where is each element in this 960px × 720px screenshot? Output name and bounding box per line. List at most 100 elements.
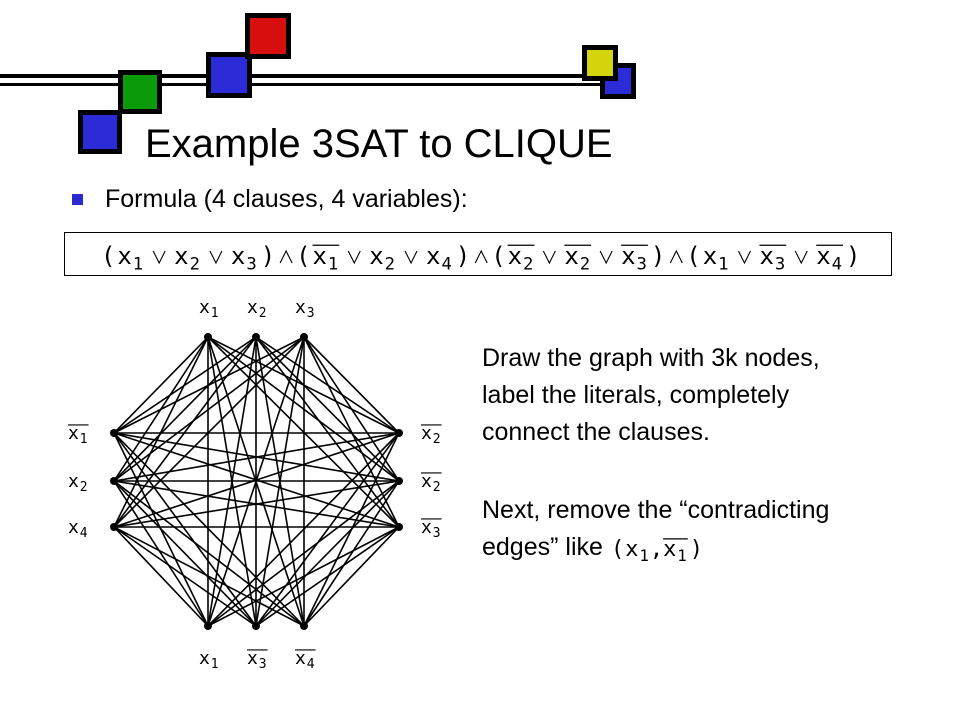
pair-literal-a-var: x xyxy=(625,537,638,562)
formula-literal-2-2-var: x xyxy=(369,242,383,270)
formula-literal-4-3-subscript: 4 xyxy=(832,254,842,274)
graph-node-top-2 xyxy=(252,333,260,341)
decor-square-blue-large xyxy=(78,110,122,154)
paragraph-draw-line-1: Draw the graph with 3k nodes, xyxy=(482,344,820,372)
graph-label-top-3-subscript: 3 xyxy=(307,306,315,321)
graph-edge xyxy=(113,526,209,627)
graph-edge xyxy=(113,480,305,627)
or-symbol xyxy=(542,250,556,265)
and-symbol xyxy=(474,249,488,264)
graph-edge xyxy=(255,336,400,482)
graph-label-bottom-3-var: x xyxy=(295,648,306,669)
formula-literal-3-1-var: x xyxy=(508,242,522,270)
formula-paren-open: ( xyxy=(101,242,115,270)
decor-line-top xyxy=(0,74,612,78)
bullet-square-icon xyxy=(72,193,83,205)
graph-node-right-3 xyxy=(395,523,403,531)
graph-label-right-2-subscript: 2 xyxy=(433,480,441,495)
graph-label-right-1-var: x xyxy=(421,423,432,444)
graph-node-right-1 xyxy=(395,429,403,437)
graph-edge xyxy=(303,336,400,434)
formula-literal-1-3-subscript: 3 xyxy=(246,254,256,274)
pair-comma: , xyxy=(650,537,663,562)
graph-label-top-1-subscript: 1 xyxy=(211,306,219,321)
pair-literal-a-subscript: 1 xyxy=(639,546,649,565)
formula-literal-1-3-var: x xyxy=(231,242,245,270)
and-symbol xyxy=(279,249,293,264)
graph-edges xyxy=(113,336,400,627)
graph-node-top-1 xyxy=(204,333,212,341)
pair-paren-close: ) xyxy=(690,537,703,562)
formula-literal-2-1-subscript: 1 xyxy=(328,254,338,274)
graph-label-left-1-subscript: 1 xyxy=(80,432,88,447)
or-symbol xyxy=(209,250,223,265)
graph-edge xyxy=(255,336,400,528)
formula-literal-3-3-subscript: 3 xyxy=(637,254,647,274)
graph-label-top-1-var: x xyxy=(199,297,210,318)
graph-edge xyxy=(255,480,400,627)
formula-paren-open: ( xyxy=(491,242,505,270)
formula-literal-2-2-subscript: 2 xyxy=(385,254,395,274)
graph-label-right-1-subscript: 2 xyxy=(433,432,441,447)
or-symbol xyxy=(737,250,751,265)
formula-literal-1-2-var: x xyxy=(174,242,188,270)
graph-node-right-2 xyxy=(395,477,403,485)
paragraph-draw-line-3: connect the clauses. xyxy=(482,418,710,446)
decor-square-yellow xyxy=(582,45,618,81)
graph-edge xyxy=(113,432,400,482)
formula-literal-1-2-subscript: 2 xyxy=(190,254,200,274)
graph-edge xyxy=(255,432,400,627)
bullet-text: Formula (4 clauses, 4 variables): xyxy=(105,184,468,213)
or-symbol xyxy=(152,250,166,265)
graph-edge xyxy=(303,336,400,482)
graph-label-right-2-var: x xyxy=(421,471,432,492)
graph-edge xyxy=(303,336,400,528)
graph-node-left-3 xyxy=(110,523,118,531)
or-symbol xyxy=(794,250,808,265)
or-symbol xyxy=(404,250,418,265)
paragraph-remove: Next, remove the “contradicting edges” l… xyxy=(482,492,829,566)
slide-title: Example 3SAT to CLIQUE xyxy=(145,122,613,166)
graph-edge xyxy=(113,432,257,627)
formula-literal-1-1-var: x xyxy=(117,242,131,270)
graph-label-top-2-var: x xyxy=(247,297,258,318)
bullet-item: Formula (4 clauses, 4 variables): xyxy=(72,182,468,216)
paragraph-draw-line-2: label the literals, completely xyxy=(482,381,790,409)
formula-literal-4-3-var: x xyxy=(816,242,830,270)
paragraph-draw: Draw the graph with 3k nodes, label the … xyxy=(482,340,820,451)
graph-label-bottom-2-subscript: 3 xyxy=(259,657,267,672)
graph-node-bottom-2 xyxy=(252,622,260,630)
graph-edge xyxy=(113,432,400,528)
graph-edge xyxy=(207,526,400,627)
pair-literal-b-var: x xyxy=(663,537,676,562)
formula-literal-3-2-var: x xyxy=(564,242,578,270)
paragraph-remove-line-2-text: edges” like xyxy=(482,533,603,561)
formula-literal-4-2-subscript: 3 xyxy=(775,254,785,274)
graph-node-bottom-1 xyxy=(204,622,212,630)
graph-edge xyxy=(113,336,257,528)
formula-literal-3-2-subscript: 2 xyxy=(580,254,590,274)
graph-label-left-3-var: x xyxy=(68,517,79,538)
decor-line-bottom xyxy=(0,83,612,86)
formula-literal-3-1-subscript: 2 xyxy=(523,254,533,274)
graph-node-bottom-3 xyxy=(300,622,308,630)
graph-label-right-3-subscript: 3 xyxy=(433,526,441,541)
graph-label-top-2-subscript: 2 xyxy=(259,306,267,321)
